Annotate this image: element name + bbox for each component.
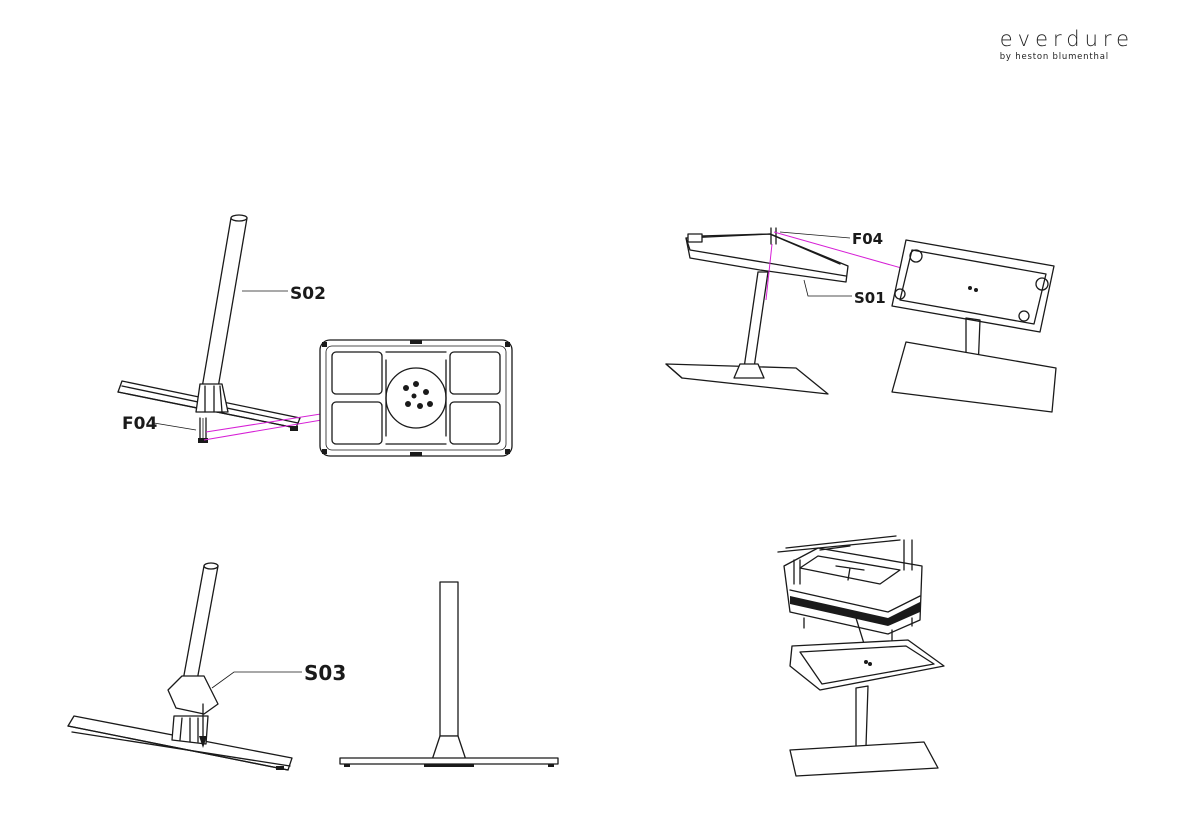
step2-plate-label: S01 (854, 289, 886, 307)
step3-pole (182, 563, 218, 686)
step3-cover (168, 676, 218, 744)
step1-pole-label: S02 (290, 284, 326, 304)
step1-assembly: S02 F04 (118, 215, 512, 456)
step2-pole (734, 272, 768, 378)
step4-assembly (778, 536, 944, 776)
step1-screw-label: F04 (122, 414, 157, 434)
step3-cover-leader (212, 672, 302, 688)
step2-tray-underside (892, 240, 1056, 412)
step2-screw-label: F04 (852, 230, 883, 248)
step1-pole (196, 215, 247, 412)
step1-base-underside (320, 340, 512, 456)
step2-assembly: F04 S01 (666, 228, 1056, 412)
step3-assembly: S03 (68, 563, 558, 770)
step4-tray-stand (790, 640, 944, 776)
step4-grill (778, 536, 922, 640)
step3-side-view (340, 582, 558, 767)
step1-screw-leader (154, 423, 196, 430)
step3-cover-label: S03 (304, 661, 346, 685)
